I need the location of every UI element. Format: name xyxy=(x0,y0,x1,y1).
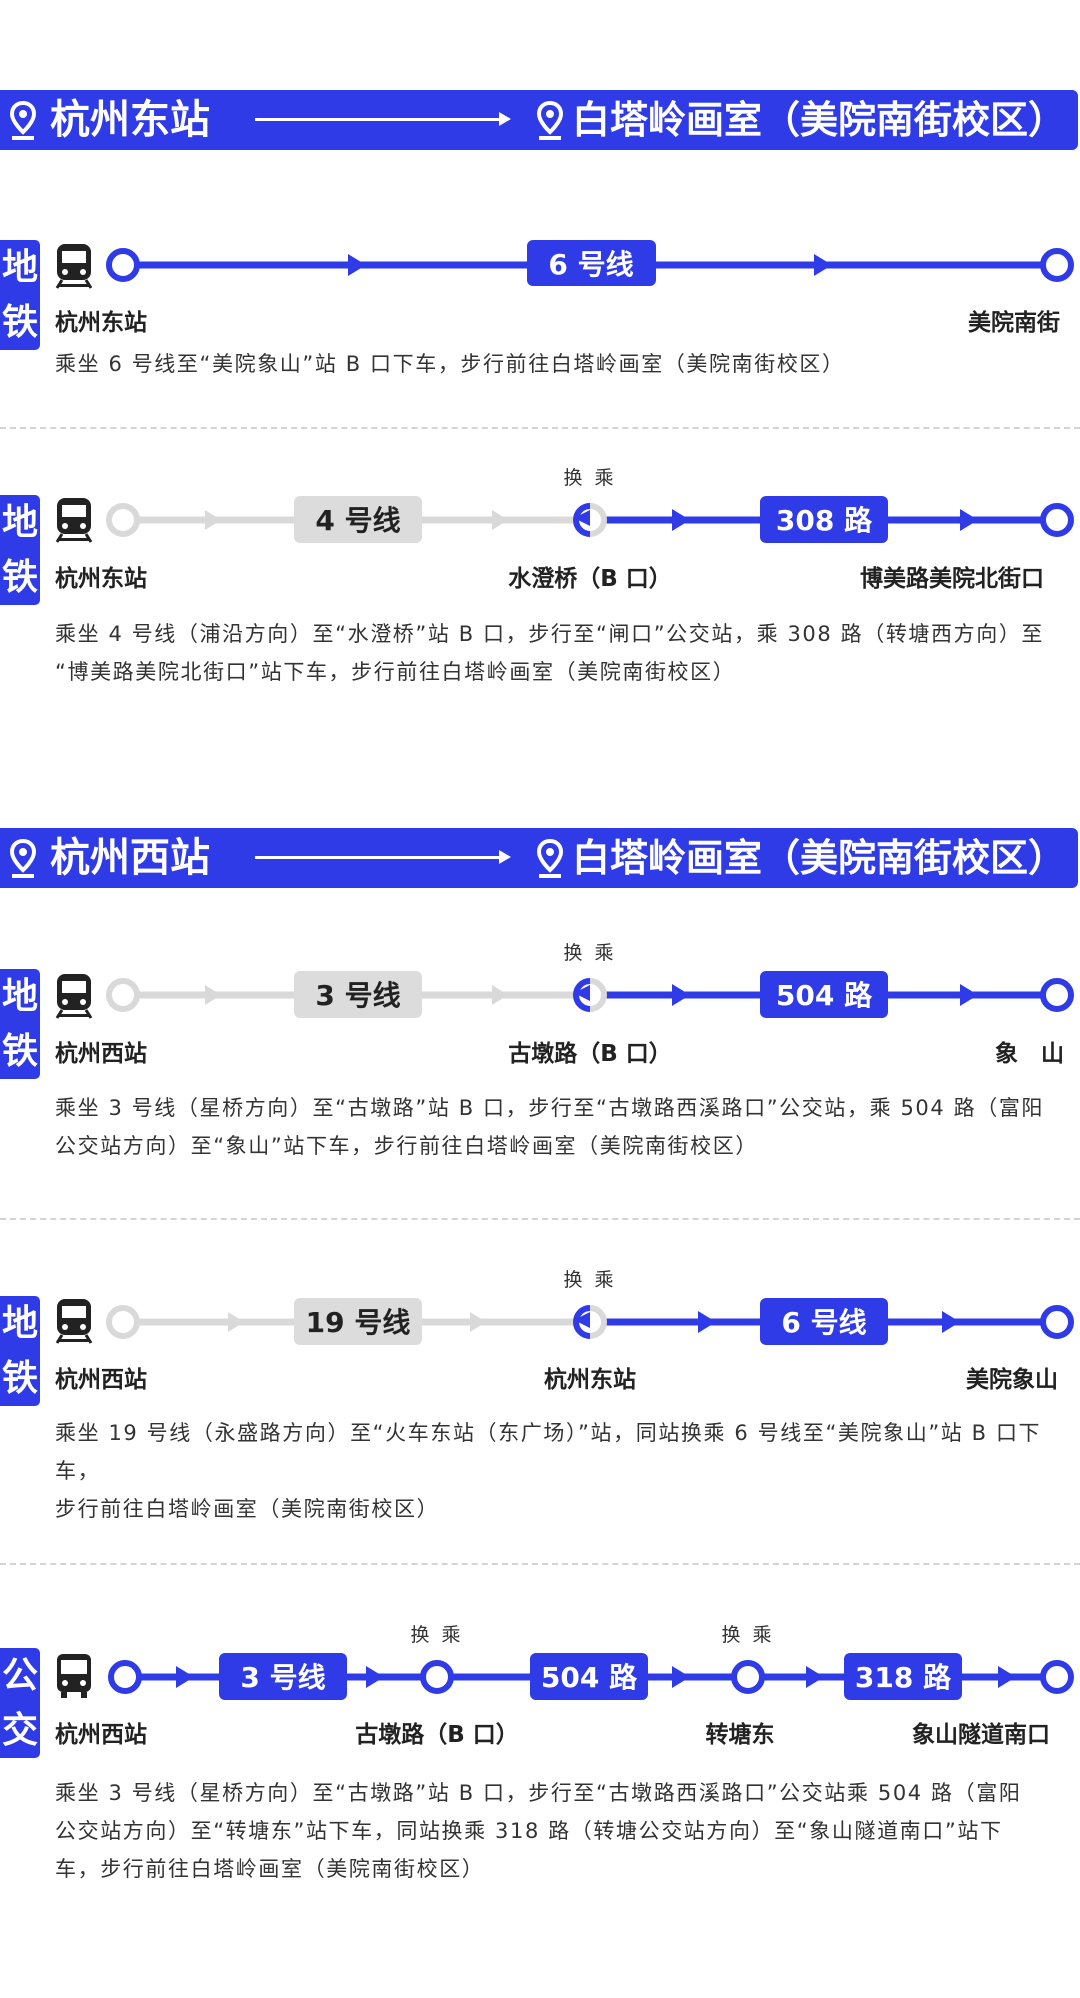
route-description: 乘坐 3 号线（星桥方向）至“古墩路”站 B 口，步行至“古墩路西溪路口”公交站… xyxy=(55,1781,1022,1881)
divider xyxy=(0,427,1080,429)
route-type-tag: 地铁 xyxy=(0,1296,40,1406)
transfer-arrow-icon xyxy=(573,978,607,1012)
station-label: 象 山 xyxy=(995,1041,1064,1067)
train-icon xyxy=(55,1299,93,1344)
origin-label: 杭州西站 xyxy=(50,835,210,881)
transfer-label: 换 乘 xyxy=(410,1624,464,1646)
transfer-arrow-icon xyxy=(573,503,607,537)
line-label: 4 号线 xyxy=(315,504,400,537)
transfer-label: 换 乘 xyxy=(721,1624,775,1646)
transfer-label: 换 乘 xyxy=(563,467,617,489)
station-label: 象山隧道南口 xyxy=(912,1722,1050,1748)
route-header-hangzhou-west: 杭州西站 白塔岭画室（美院南街校区） xyxy=(0,828,1078,888)
route-description: 乘坐 3 号线（星桥方向）至“古墩路”站 B 口，步行至“古墩路西溪路口”公交站… xyxy=(55,1096,1045,1158)
direction-arrow-icon xyxy=(348,254,366,276)
line-label: 6 号线 xyxy=(548,248,633,281)
route-4-line: 19 号线 6 号线 xyxy=(106,1298,1074,1345)
route-5-line: 3 号线 504 路 318 路 xyxy=(108,1653,1074,1700)
line-label: 19 号线 xyxy=(306,1306,411,1339)
train-icon xyxy=(55,244,93,289)
line-label: 318 路 xyxy=(855,1661,952,1694)
transfer-arrow-icon xyxy=(573,1305,607,1339)
station-label: 杭州东站 xyxy=(544,1367,636,1393)
station-label: 杭州西站 xyxy=(55,1367,147,1393)
location-pin-icon xyxy=(537,101,563,140)
station-label: 杭州东站 xyxy=(55,566,147,592)
station-label: 杭州东站 xyxy=(55,310,147,336)
line-label: 3 号线 xyxy=(315,979,400,1012)
route-header-hangzhou-east: 杭州东站 白塔岭画室（美院南街校区） xyxy=(0,90,1078,150)
bus-icon xyxy=(57,1654,91,1698)
destination-label: 白塔岭画室（美院南街校区） xyxy=(572,836,1067,880)
location-pin-icon xyxy=(10,101,36,140)
station-label: 美院南街 xyxy=(968,310,1060,336)
station-label: 博美路美院北街口 xyxy=(860,566,1044,592)
route-description: 乘坐 19 号线（永盛路方向）至“火车东站（东广场）”站，同站换乘 6 号线至“… xyxy=(55,1421,1042,1521)
line-label-box xyxy=(527,240,656,286)
origin-label: 杭州东站 xyxy=(50,97,210,143)
station-node xyxy=(106,248,140,282)
line-label: 504 路 xyxy=(776,979,873,1012)
line-label: 6 号线 xyxy=(781,1306,866,1339)
route-1-line: 6 号线 xyxy=(106,240,1074,286)
station-label: 水澄桥（B 口） xyxy=(508,566,672,592)
divider xyxy=(0,1218,1080,1220)
route-2-line: 4 号线 308 路 xyxy=(106,496,1074,543)
station-label: 古墩路（B 口） xyxy=(355,1722,519,1748)
route-type-tag: 地铁 xyxy=(0,240,40,350)
line-label: 504 路 xyxy=(541,1661,638,1694)
direction-arrow-icon xyxy=(255,850,511,864)
route-type-tag: 地铁 xyxy=(0,969,40,1079)
location-pin-icon xyxy=(537,839,563,878)
station-label: 转塘东 xyxy=(705,1722,775,1748)
train-icon xyxy=(55,498,93,543)
route-3-line: 3 号线 504 路 xyxy=(106,971,1074,1018)
station-label: 杭州西站 xyxy=(55,1041,147,1067)
station-label: 古墩路（B 口） xyxy=(508,1041,672,1067)
location-pin-icon xyxy=(10,839,36,878)
line-label: 308 路 xyxy=(776,504,873,537)
station-label: 美院象山 xyxy=(966,1367,1058,1393)
station-node xyxy=(1040,248,1074,282)
route-description: 乘坐 4 号线（浦沿方向）至“水澄桥”站 B 口，步行至“闸口”公交站，乘 30… xyxy=(55,622,1045,684)
transfer-label: 换 乘 xyxy=(563,942,617,964)
route-type-tag: 地铁 xyxy=(0,495,40,605)
route-description: 乘坐 6 号线至“美院象山”站 B 口下车，步行前往白塔岭画室（美院南街校区） xyxy=(55,352,845,376)
destination-label: 白塔岭画室（美院南街校区） xyxy=(572,98,1067,142)
line-label: 3 号线 xyxy=(240,1661,325,1694)
station-label: 杭州西站 xyxy=(55,1722,147,1748)
divider xyxy=(0,1563,1080,1565)
direction-arrow-icon xyxy=(814,254,832,276)
direction-arrow-icon xyxy=(255,112,511,126)
transfer-label: 换 乘 xyxy=(563,1269,617,1291)
route-type-tag: 公交 xyxy=(0,1648,40,1758)
train-icon xyxy=(55,974,93,1019)
